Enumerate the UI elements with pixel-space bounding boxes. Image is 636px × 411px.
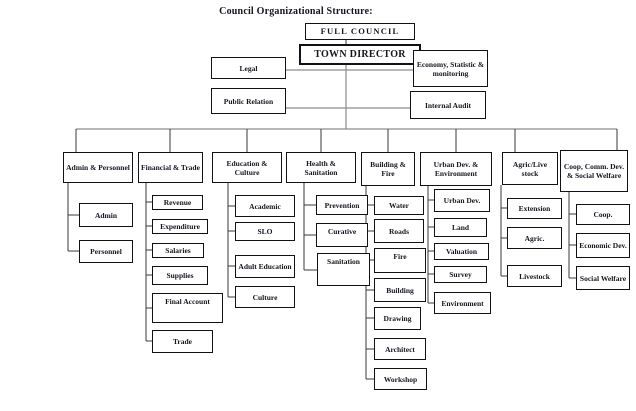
org-box-survey: Survey (434, 266, 487, 283)
org-box-admin: Admin (79, 203, 133, 227)
org-box-trade: Trade (152, 330, 213, 353)
org-box-water: Water (374, 196, 424, 215)
org-box-education-culture: Education & Culture (212, 152, 282, 183)
org-box-extension: Extension (507, 198, 562, 219)
chart-title: Council Organizational Structure: (219, 6, 373, 17)
org-box-prevention: Prevention (316, 195, 368, 215)
org-box-personnel: Personnel (79, 240, 133, 263)
org-box-workshop: Workshop (374, 368, 427, 390)
org-box-livestock: Livestock (507, 265, 562, 287)
org-box-sanitation: Sanitation (317, 253, 370, 286)
org-box-drawing: Drawing (374, 307, 421, 330)
org-box-building: Building (374, 278, 426, 302)
org-box-roads: Roads (374, 219, 424, 243)
org-box-curative: Curative (316, 223, 368, 247)
org-box-valuation: Valuation (434, 243, 489, 260)
org-box-coop-comm-dev-social-welfare: Coop, Comm. Dev. & Social Welfare (560, 150, 628, 192)
org-box-supplies: Supplies (152, 266, 208, 285)
org-box-architect: Architect (374, 338, 426, 360)
org-box-academic: Academic (235, 195, 295, 217)
org-box-building-fire: Building & Fire (361, 152, 415, 186)
org-box-revenue: Revenue (152, 195, 203, 210)
org-box-internal-audit: Internal Audit (410, 91, 486, 119)
org-box-land: Land (434, 218, 487, 237)
org-box-coop: Coop. (576, 204, 630, 225)
org-box-legal: Legal (211, 57, 286, 79)
org-box-admin-personnel: Admin & Personnel (63, 152, 133, 183)
org-box-slo: SLO (235, 222, 295, 241)
org-box-urban-dev: Urban Dev. (434, 189, 490, 212)
org-box-urban-dev-environment: Urban Dev. & Environment (420, 152, 492, 186)
org-box-agric: Agric. (507, 227, 562, 249)
org-box-economic-dev: Economic Dev. (576, 233, 630, 258)
org-box-environment: Environment (434, 292, 491, 314)
org-box-health-sanitation: Health & Sanitation (286, 152, 356, 183)
org-box-salaries: Salaries (152, 243, 204, 258)
org-box-financial-trade: Financial & Trade (138, 152, 203, 183)
org-box-town-director: TOWN DIRECTOR (299, 44, 421, 65)
org-box-fire: Fire (374, 248, 426, 273)
org-box-public-relation: Public Relation (211, 88, 286, 114)
org-box-economy-statistic-monitoring: Economy, Statistic & monitoring (413, 50, 488, 87)
org-box-full-council: FULL COUNCIL (305, 23, 415, 40)
org-box-agric-livestock: Agric/Live stock (502, 152, 558, 185)
org-box-final-account: Final Account (152, 293, 223, 323)
org-box-expenditure: Expenditure (152, 219, 208, 234)
org-box-social-welfare: Social Welfare (576, 266, 630, 290)
org-box-adult-education: Adult Education (235, 255, 295, 278)
org-box-culture: Culture (235, 286, 295, 308)
